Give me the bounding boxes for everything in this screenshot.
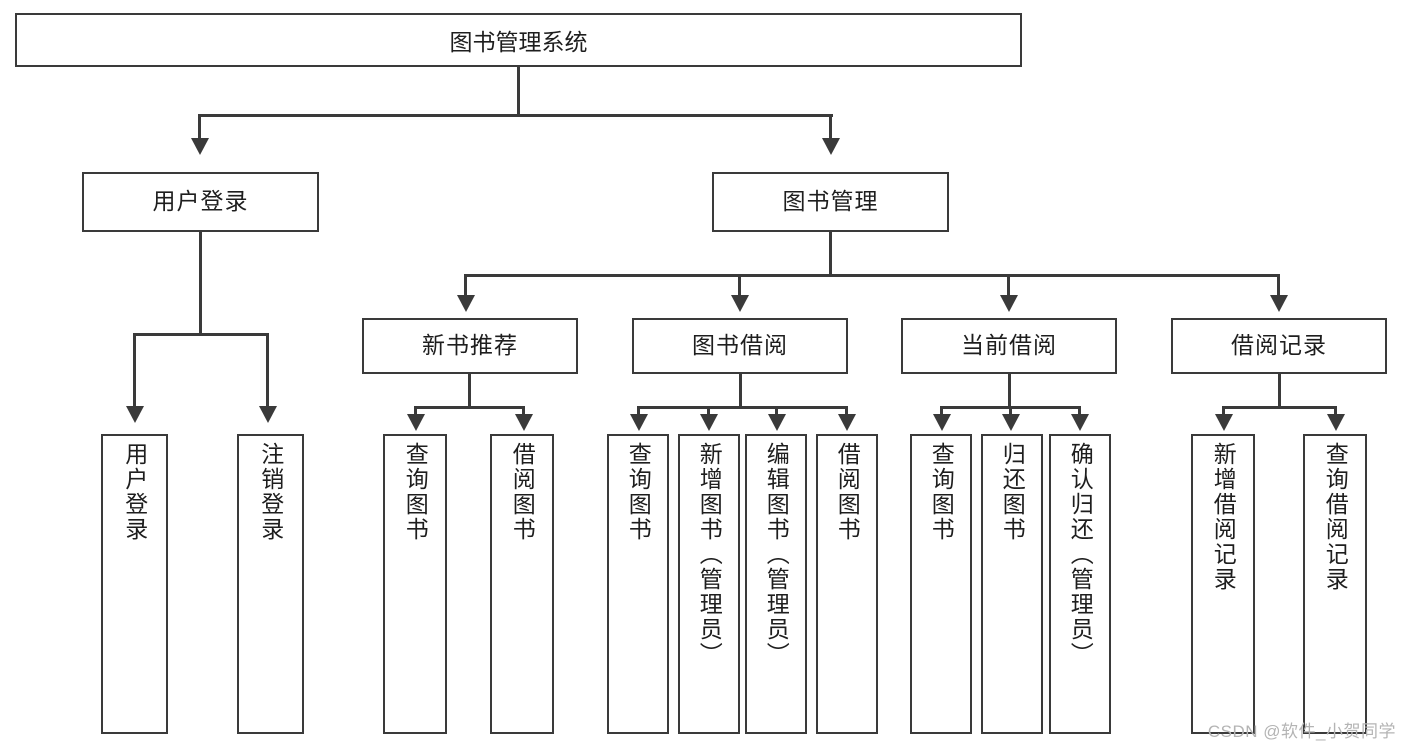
connector-root-bus xyxy=(198,114,833,117)
connector-borrow-record-stem xyxy=(1278,374,1281,409)
connector-new-book-bus xyxy=(414,406,525,409)
arrowhead-current-borrow xyxy=(1000,295,1018,312)
node-leaf-user-login[interactable]: 用户登录 xyxy=(101,434,168,734)
connector-user-login-to-leaf-2 xyxy=(266,333,269,409)
node-label: 借阅图书 xyxy=(509,442,536,542)
connector-user-login-stem xyxy=(199,232,202,336)
arrowhead-leaf-add-book xyxy=(700,414,718,431)
connector-bm-to-new-book xyxy=(464,274,467,298)
connector-bm-to-borrow-record xyxy=(1277,274,1280,298)
node-label: 当前借阅 xyxy=(961,332,1057,359)
connector-root-to-book-management xyxy=(829,114,832,141)
node-leaf-confirm-return[interactable]: 确认归还（管理员） xyxy=(1049,434,1111,734)
node-label: 确认归还（管理员） xyxy=(1067,442,1094,667)
connector-bb-to-leaf-3 xyxy=(775,406,778,420)
arrowhead-leaf-query-record xyxy=(1327,414,1345,431)
node-label: 查询借阅记录 xyxy=(1322,442,1349,592)
node-label: 查询图书 xyxy=(928,442,955,542)
node-label: 图书管理 xyxy=(782,188,879,215)
watermark-text: CSDN @软件_小贺同学 xyxy=(1207,722,1396,741)
node-book-borrow[interactable]: 图书借阅 xyxy=(632,318,848,374)
arrowhead-leaf-add-record xyxy=(1215,414,1233,431)
node-label: 用户登录 xyxy=(121,442,148,542)
node-borrow-record[interactable]: 借阅记录 xyxy=(1171,318,1387,374)
node-leaf-query-record[interactable]: 查询借阅记录 xyxy=(1303,434,1367,734)
node-label: 新增借阅记录 xyxy=(1210,442,1237,592)
connector-new-book-to-leaf-1 xyxy=(414,406,417,420)
node-leaf-return-book[interactable]: 归还图书 xyxy=(981,434,1043,734)
node-label: 用户登录 xyxy=(152,188,249,215)
node-leaf-borrow-book-1[interactable]: 借阅图书 xyxy=(490,434,554,734)
node-user-login[interactable]: 用户登录 xyxy=(82,172,319,232)
node-current-borrow[interactable]: 当前借阅 xyxy=(901,318,1117,374)
node-label: 归还图书 xyxy=(999,442,1026,542)
arrowhead-borrow-record xyxy=(1270,295,1288,312)
arrowhead-leaf-query-book-2 xyxy=(630,414,648,431)
connector-current-borrow-stem xyxy=(1008,374,1011,409)
node-leaf-query-book-1[interactable]: 查询图书 xyxy=(383,434,447,734)
arrowhead-book-borrow xyxy=(731,295,749,312)
connector-bb-to-leaf-4 xyxy=(845,406,848,420)
node-leaf-borrow-book-2[interactable]: 借阅图书 xyxy=(816,434,878,734)
connector-book-borrow-bus xyxy=(637,406,848,409)
connector-new-book-to-leaf-2 xyxy=(522,406,525,420)
connector-cb-to-leaf-3 xyxy=(1078,406,1081,420)
node-new-book-recommend[interactable]: 新书推荐 xyxy=(362,318,578,374)
connector-book-management-stem xyxy=(829,232,832,277)
arrowhead-leaf-confirm-return xyxy=(1071,414,1089,431)
node-label: 新书推荐 xyxy=(422,332,518,359)
connector-cb-to-leaf-1 xyxy=(940,406,943,420)
arrowhead-leaf-query-book-3 xyxy=(933,414,951,431)
connector-br-to-leaf-2 xyxy=(1334,406,1337,420)
connector-user-login-to-leaf-1 xyxy=(133,333,136,409)
node-label: 注销登录 xyxy=(257,442,284,542)
arrowhead-new-book-recommend xyxy=(457,295,475,312)
node-label: 新增图书（管理员） xyxy=(696,442,723,667)
node-label: 图书管理系统 xyxy=(449,29,588,55)
connector-bm-to-book-borrow xyxy=(738,274,741,298)
connector-user-login-bus xyxy=(133,333,269,336)
arrowhead-leaf-return-book xyxy=(1002,414,1020,431)
arrowhead-leaf-borrow-book-1 xyxy=(515,414,533,431)
node-label: 借阅记录 xyxy=(1231,332,1327,359)
node-leaf-add-book[interactable]: 新增图书（管理员） xyxy=(678,434,740,734)
connector-root-stem xyxy=(517,67,520,116)
connector-br-to-leaf-1 xyxy=(1222,406,1225,420)
arrowhead-user-login xyxy=(191,138,209,155)
connector-book-management-bus xyxy=(464,274,1280,277)
node-leaf-query-book-3[interactable]: 查询图书 xyxy=(910,434,972,734)
arrowhead-book-management xyxy=(822,138,840,155)
node-book-management[interactable]: 图书管理 xyxy=(712,172,949,232)
arrowhead-leaf-query-book-1 xyxy=(407,414,425,431)
connector-root-to-user-login xyxy=(198,114,201,141)
node-label: 借阅图书 xyxy=(834,442,861,542)
arrowhead-leaf-borrow-book-2 xyxy=(838,414,856,431)
arrowhead-leaf-logout-login xyxy=(259,406,277,423)
connector-new-book-stem xyxy=(468,374,471,409)
node-leaf-query-book-2[interactable]: 查询图书 xyxy=(607,434,669,734)
connector-cb-to-leaf-2 xyxy=(1009,406,1012,420)
node-label: 查询图书 xyxy=(402,442,429,542)
connector-borrow-record-bus xyxy=(1222,406,1337,409)
arrowhead-leaf-edit-book xyxy=(768,414,786,431)
connector-bb-to-leaf-1 xyxy=(637,406,640,420)
connector-book-borrow-stem xyxy=(739,374,742,409)
node-label: 图书借阅 xyxy=(692,332,788,359)
node-label: 编辑图书（管理员） xyxy=(763,442,790,667)
arrowhead-leaf-user-login xyxy=(126,406,144,423)
node-label: 查询图书 xyxy=(625,442,652,542)
node-leaf-logout-login[interactable]: 注销登录 xyxy=(237,434,304,734)
connector-bb-to-leaf-2 xyxy=(707,406,710,420)
node-root-system[interactable]: 图书管理系统 xyxy=(15,13,1022,67)
node-leaf-add-record[interactable]: 新增借阅记录 xyxy=(1191,434,1255,734)
connector-bm-to-current-borrow xyxy=(1007,274,1010,298)
node-leaf-edit-book[interactable]: 编辑图书（管理员） xyxy=(745,434,807,734)
